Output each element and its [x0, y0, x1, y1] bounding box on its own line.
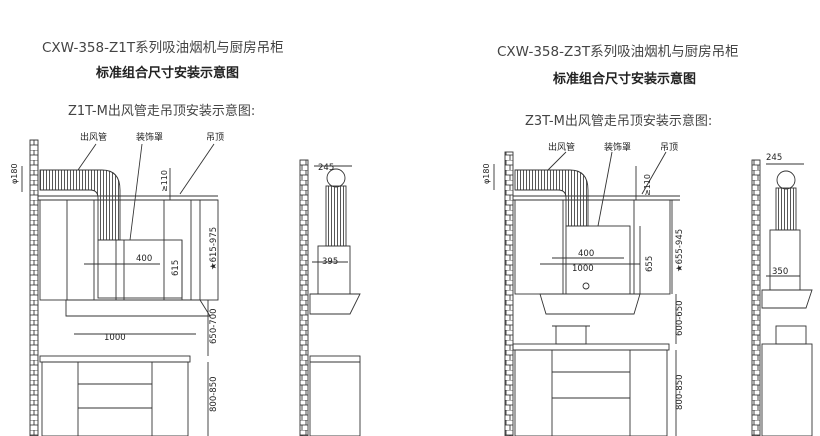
- left-side-view: [299, 159, 361, 436]
- left-dim-400: 400: [136, 254, 152, 264]
- right-label-ceiling: 吊顶: [660, 142, 678, 153]
- right-title: CXW-358-Z3T系列吸油烟机与厨房吊柜: [497, 44, 739, 60]
- right-dim-655: 655: [645, 256, 655, 272]
- right-dim-phi: φ180: [482, 163, 491, 184]
- right-dim-1000: 1000: [572, 264, 594, 274]
- right-dim-range-c: 800-850: [675, 374, 685, 410]
- left-caption: Z1T-M出风管走吊顶安装示意图:: [68, 104, 256, 119]
- left-front-view: [21, 139, 219, 436]
- left-label-ceiling: 吊顶: [206, 132, 224, 143]
- right-dim-range-b: 600-650: [675, 300, 685, 336]
- right-side-dim-245: 245: [766, 153, 782, 163]
- left-side-dim-245: 245: [318, 163, 334, 173]
- right-side-dim-350: 350: [772, 267, 788, 277]
- right-duct: [514, 169, 589, 227]
- left-duct: [39, 169, 121, 241]
- left-label-duct: 出风管: [80, 131, 107, 143]
- right-front-view: [493, 151, 680, 436]
- left-dim-range-a: ★615-975: [209, 227, 219, 270]
- left-dim-phi: φ180: [10, 163, 19, 184]
- right-cover: [565, 225, 631, 295]
- right-dim-range-a: ★655-945: [675, 229, 685, 272]
- left-dim-range-b: 650-700: [209, 308, 219, 344]
- left-subtitle: 标准组合尺寸安装示意图: [96, 66, 240, 81]
- right-dim-ge110: ≥110: [643, 174, 652, 196]
- left-dim-ge110: ≥110: [160, 170, 169, 192]
- right-label-duct: 出风管: [548, 141, 575, 153]
- right-side-duct: [775, 187, 797, 231]
- right-wall: [504, 151, 514, 436]
- right-subtitle: 标准组合尺寸安装示意图: [553, 72, 697, 87]
- left-dim-1000: 1000: [104, 333, 126, 343]
- left-wall: [29, 139, 39, 436]
- left-side-dim-395: 395: [322, 257, 338, 267]
- right-caption: Z3T-M出风管走吊顶安装示意图:: [525, 114, 713, 129]
- left-label-cover: 装饰罩: [136, 131, 163, 143]
- left-title: CXW-358-Z1T系列吸油烟机与厨房吊柜: [42, 40, 284, 56]
- left-dim-range-c: 800-850: [209, 376, 219, 412]
- right-dim-400: 400: [578, 249, 594, 259]
- left-side-duct: [325, 185, 347, 247]
- right-label-cover: 装饰罩: [604, 141, 631, 153]
- left-dim-615: 615: [171, 260, 181, 276]
- left-cover: [97, 239, 183, 299]
- right-side-view: [751, 159, 813, 436]
